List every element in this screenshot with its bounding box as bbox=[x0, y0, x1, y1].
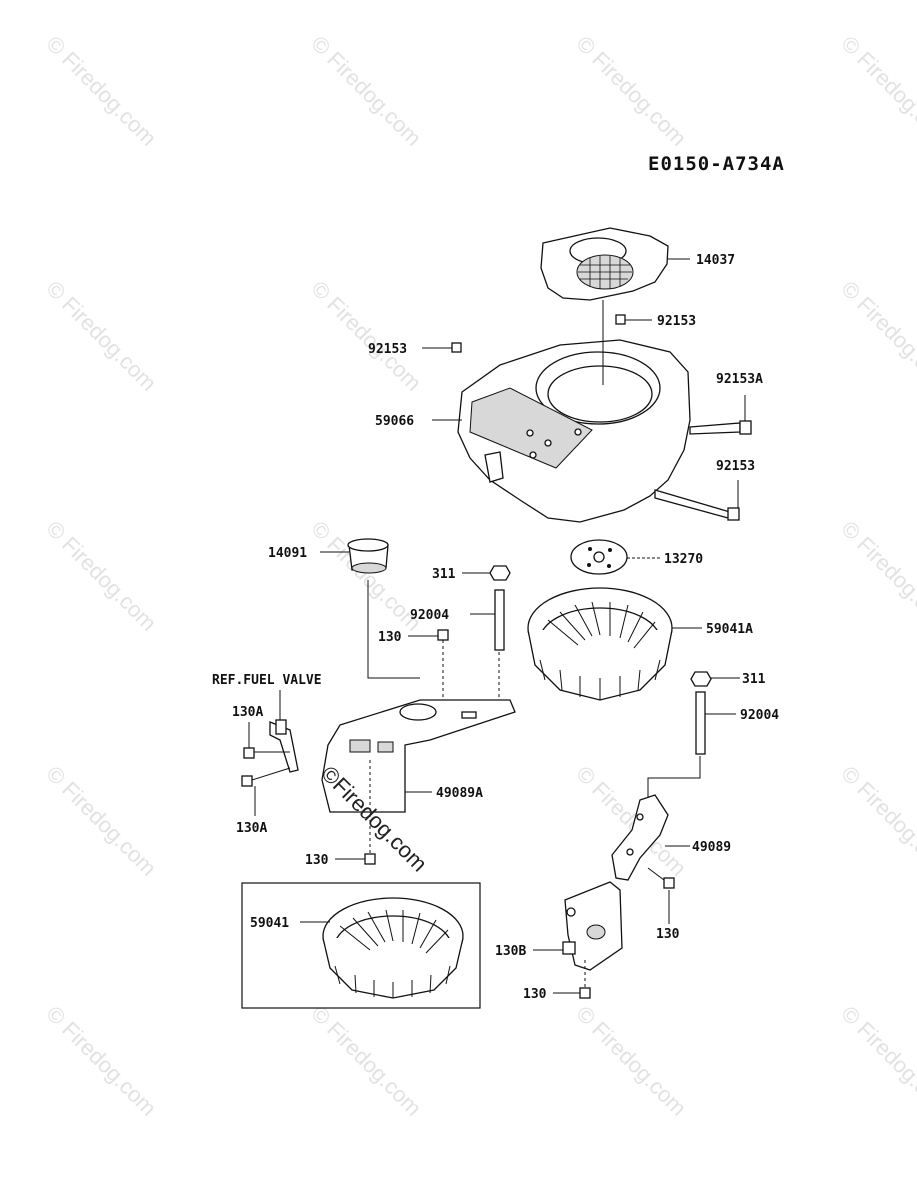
part-label-130-left: 130 bbox=[378, 630, 402, 645]
part-label-130a-bottom: 130A bbox=[236, 821, 267, 836]
watermark: © Firedog.com bbox=[836, 31, 917, 151]
watermark: © Firedog.com bbox=[306, 1001, 426, 1121]
fan-inset-drawing bbox=[300, 897, 464, 999]
watermark: © Firedog.com bbox=[41, 31, 161, 151]
bolt-130-bottom-left-drawing bbox=[335, 853, 376, 865]
part-label-92153-top: 92153 bbox=[657, 314, 696, 329]
watermark: © Firedog.com bbox=[306, 516, 426, 636]
part-label-14037: 14037 bbox=[696, 253, 735, 268]
part-label-311-left: 311 bbox=[432, 567, 456, 582]
part-label-311-right: 311 bbox=[742, 672, 766, 687]
part-label-92153-right: 92153 bbox=[716, 459, 755, 474]
watermark: © Firedog.com bbox=[571, 1001, 691, 1121]
part-label-130-bottom-left: 130 bbox=[305, 853, 329, 868]
part-label-59041: 59041 bbox=[250, 916, 289, 931]
ref-fuel-valve-label: REF.FUEL VALVE bbox=[212, 673, 322, 688]
cup-drawing bbox=[320, 538, 420, 679]
part-label-130a-top: 130A bbox=[232, 705, 263, 720]
watermark: © Firedog.com bbox=[306, 31, 426, 151]
watermark: © Firedog.com bbox=[41, 276, 161, 396]
part-label-49089: 49089 bbox=[692, 840, 731, 855]
part-label-130b: 130B bbox=[495, 944, 526, 959]
bracket-drawing bbox=[533, 794, 690, 999]
bolt-drawing bbox=[422, 314, 752, 521]
part-label-92153-left: 92153 bbox=[368, 342, 407, 357]
part-label-92004-right: 92004 bbox=[740, 708, 779, 723]
watermark: © Firedog.com bbox=[41, 516, 161, 636]
watermark: © Firedog.com bbox=[41, 761, 161, 881]
diagram-code: E0150-A734A bbox=[648, 153, 785, 175]
stud-right-drawing bbox=[647, 671, 740, 800]
part-label-130-right: 130 bbox=[656, 927, 680, 942]
part-label-13270: 13270 bbox=[664, 552, 703, 567]
part-label-92153a: 92153A bbox=[716, 372, 763, 387]
part-label-92004-left: 92004 bbox=[410, 608, 449, 623]
watermark: © Firedog.com bbox=[836, 276, 917, 396]
part-label-59066: 59066 bbox=[375, 414, 414, 429]
screen-drawing bbox=[570, 539, 660, 575]
shroud-cap-drawing bbox=[540, 227, 690, 301]
part-label-14091: 14091 bbox=[268, 546, 307, 561]
watermark: © Firedog.com bbox=[306, 276, 426, 396]
watermark: © Firedog.com bbox=[836, 516, 917, 636]
fan-a-drawing bbox=[527, 587, 702, 701]
stud-left-drawing bbox=[462, 565, 511, 700]
inset-frame bbox=[241, 882, 481, 1009]
part-label-130-bottom-right: 130 bbox=[523, 987, 547, 1002]
watermark: © Firedog.com bbox=[571, 31, 691, 151]
watermark-layer: © Firedog.com © Firedog.com © Firedog.co… bbox=[41, 31, 917, 1121]
watermark: © Firedog.com bbox=[836, 1001, 917, 1121]
part-label-49089a: 49089A bbox=[436, 786, 483, 801]
part-label-59041a: 59041A bbox=[706, 622, 753, 637]
watermark: © Firedog.com bbox=[41, 1001, 161, 1121]
watermark: © Firedog.com bbox=[836, 761, 917, 881]
bracket-a-drawing bbox=[241, 699, 516, 858]
blower-housing-drawing bbox=[457, 300, 691, 523]
